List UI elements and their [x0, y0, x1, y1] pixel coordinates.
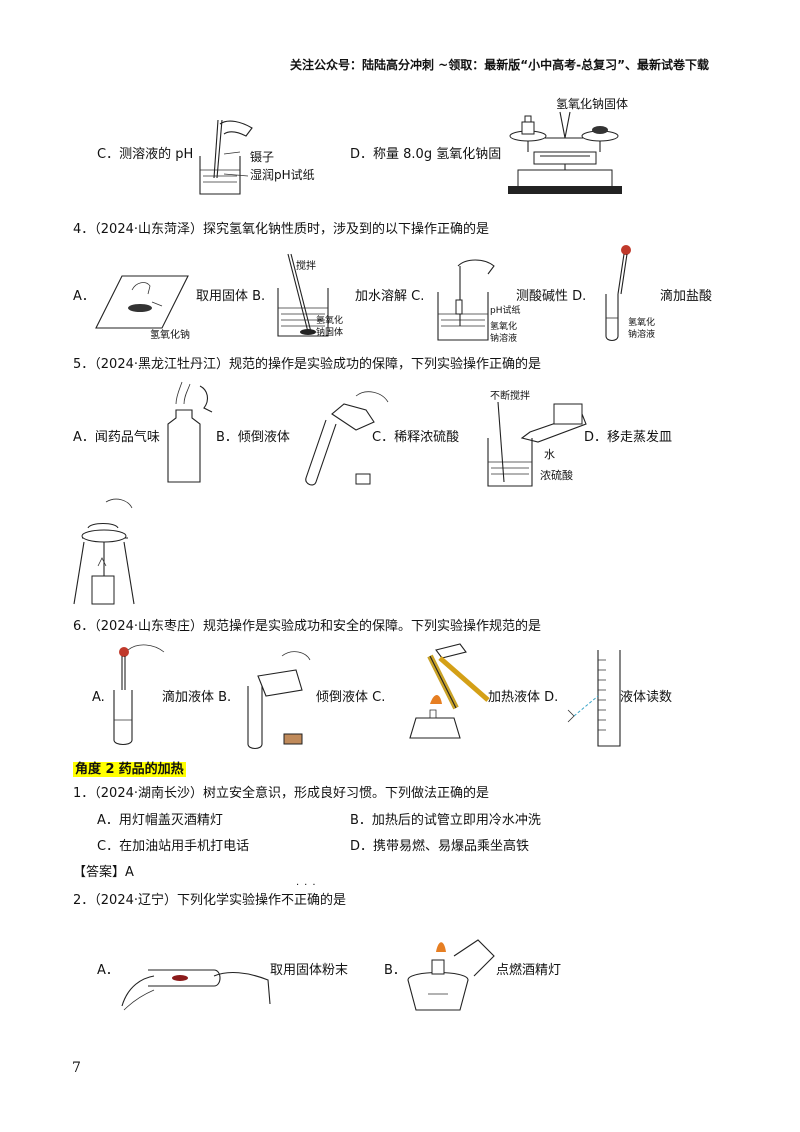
- p2-option-b-prefix: B．: [384, 963, 406, 978]
- p2-option-a-text: 取用固体粉末: [270, 963, 349, 978]
- p1-option-d: D．携带易燃、易爆品乘坐高铁: [350, 839, 530, 854]
- q5-option-c: C．稀释浓硫酸: [372, 430, 460, 445]
- q4c-ph-illustration: [437, 259, 495, 341]
- p1-option-b: B．加热后的试管立即用冷水冲洗: [350, 813, 541, 828]
- q6a-drop-illustration: [113, 644, 165, 746]
- section-title: 药品的加热: [116, 762, 186, 777]
- q4d-label-1: 氢氧化: [628, 318, 656, 328]
- q4a-solid-illustration: [95, 275, 189, 329]
- p1-answer: 【答案】A: [73, 865, 134, 880]
- q4c-label-2: 钠溶液: [490, 334, 518, 344]
- emphasis-dots: ···: [296, 880, 321, 891]
- q6-option-a-prefix: A.: [92, 690, 105, 705]
- q3-option-d: D．称量 8.0g 氢氧化钠固: [350, 147, 502, 162]
- q4b-label-2: 钠固体: [316, 328, 344, 338]
- q4-option-c-text: 测酸碱性 D.: [516, 289, 587, 304]
- q4b-label-1: 氢氧化: [316, 316, 344, 326]
- p1-option-a: A．用灯帽盖灭酒精灯: [97, 813, 223, 828]
- tweezers-label: 镊子: [250, 150, 275, 164]
- q4-option-a-prefix: A．: [73, 289, 95, 304]
- q4-stem: 4．（2024·山东菏泽）探究氢氧化钠性质时，涉及到的以下操作正确的是: [73, 222, 489, 237]
- q5c-dilute-illustration: [487, 401, 587, 487]
- q5-option-d: D．移走蒸发皿: [584, 430, 673, 445]
- q6-option-c-text: 加热液体 D.: [488, 690, 559, 705]
- q4-option-d-text: 滴加盐酸: [660, 289, 713, 304]
- q4d-label-2: 钠溶液: [628, 330, 656, 340]
- q5d-evaporate-illustration: [73, 498, 135, 605]
- q5-stem: 5．（2024·黑龙江牡丹江）规范的操作是实验成功的保障，下列实验操作正确的是: [73, 357, 541, 372]
- q4-option-b-text: 加水溶解 C.: [355, 289, 425, 304]
- p1-stem: 1．（2024·湖南长沙）树立安全意识，形成良好习惯。下列做法正确的是: [73, 786, 489, 801]
- p2-option-a-prefix: A．: [97, 963, 119, 978]
- q6c-heat-illustration: [409, 643, 490, 739]
- q5c-label-water: 水: [544, 448, 555, 461]
- q5-option-a: A．闻药品气味: [73, 430, 160, 445]
- q4b-dissolve-illustration: [277, 253, 329, 337]
- page-number: 7: [72, 1060, 81, 1076]
- p2-stem: 2．（2024·辽宁）下列化学实验操作不正确的是: [73, 893, 346, 908]
- q6-option-d-text: 液体读数: [620, 690, 673, 705]
- q5a-smell-illustration: [167, 381, 213, 483]
- q4-option-a-text: 取用固体 B.: [196, 289, 266, 304]
- q4c-label-1: 氢氧化: [490, 322, 518, 332]
- q4a-label: 氢氧化钠: [150, 330, 190, 341]
- ph-paper-label: 湿润pH试纸: [250, 168, 315, 182]
- q5b-pour-illustration: [305, 391, 389, 486]
- q6-stem: 6．（2024·山东枣庄）规范操作是实验成功和安全的保障。下列实验操作规范的是: [73, 619, 541, 634]
- q4d-dropper-illustration: [605, 245, 631, 342]
- section-label: 角度 2: [73, 762, 117, 777]
- q6-option-b-text: 倾倒液体 C.: [316, 690, 386, 705]
- q6d-reading-illustration: [567, 650, 621, 747]
- q5c-label-stir: 不断搅拌: [490, 391, 530, 402]
- p2a-powder-illustration: [121, 969, 271, 1011]
- q6b-pour-illustration: [247, 651, 311, 750]
- ph-test-illustration: [199, 119, 253, 195]
- p1-option-c: C．在加油站用手机打电话: [97, 839, 250, 854]
- q4c-label-paper: pH试纸: [490, 306, 521, 316]
- balance-illustration: [508, 108, 622, 194]
- q5-option-b: B．倾倒液体: [216, 430, 290, 445]
- q4b-label-stir: 搅拌: [296, 261, 316, 272]
- q3-option-c: C．测溶液的 pH: [97, 147, 194, 162]
- q5c-label-acid: 浓硫酸: [540, 469, 573, 482]
- p2b-lamp-illustration: [407, 939, 495, 1011]
- naoh-solid-label: 氢氧化钠固体: [556, 97, 629, 111]
- p2-option-b-text: 点燃酒精灯: [496, 963, 562, 978]
- page-header: 关注公众号：陆陆高分冲刺 ~领取：最新版“小中高考-总复习”、最新试卷下载: [290, 58, 709, 72]
- q6-option-a-text: 滴加液体 B.: [162, 690, 232, 705]
